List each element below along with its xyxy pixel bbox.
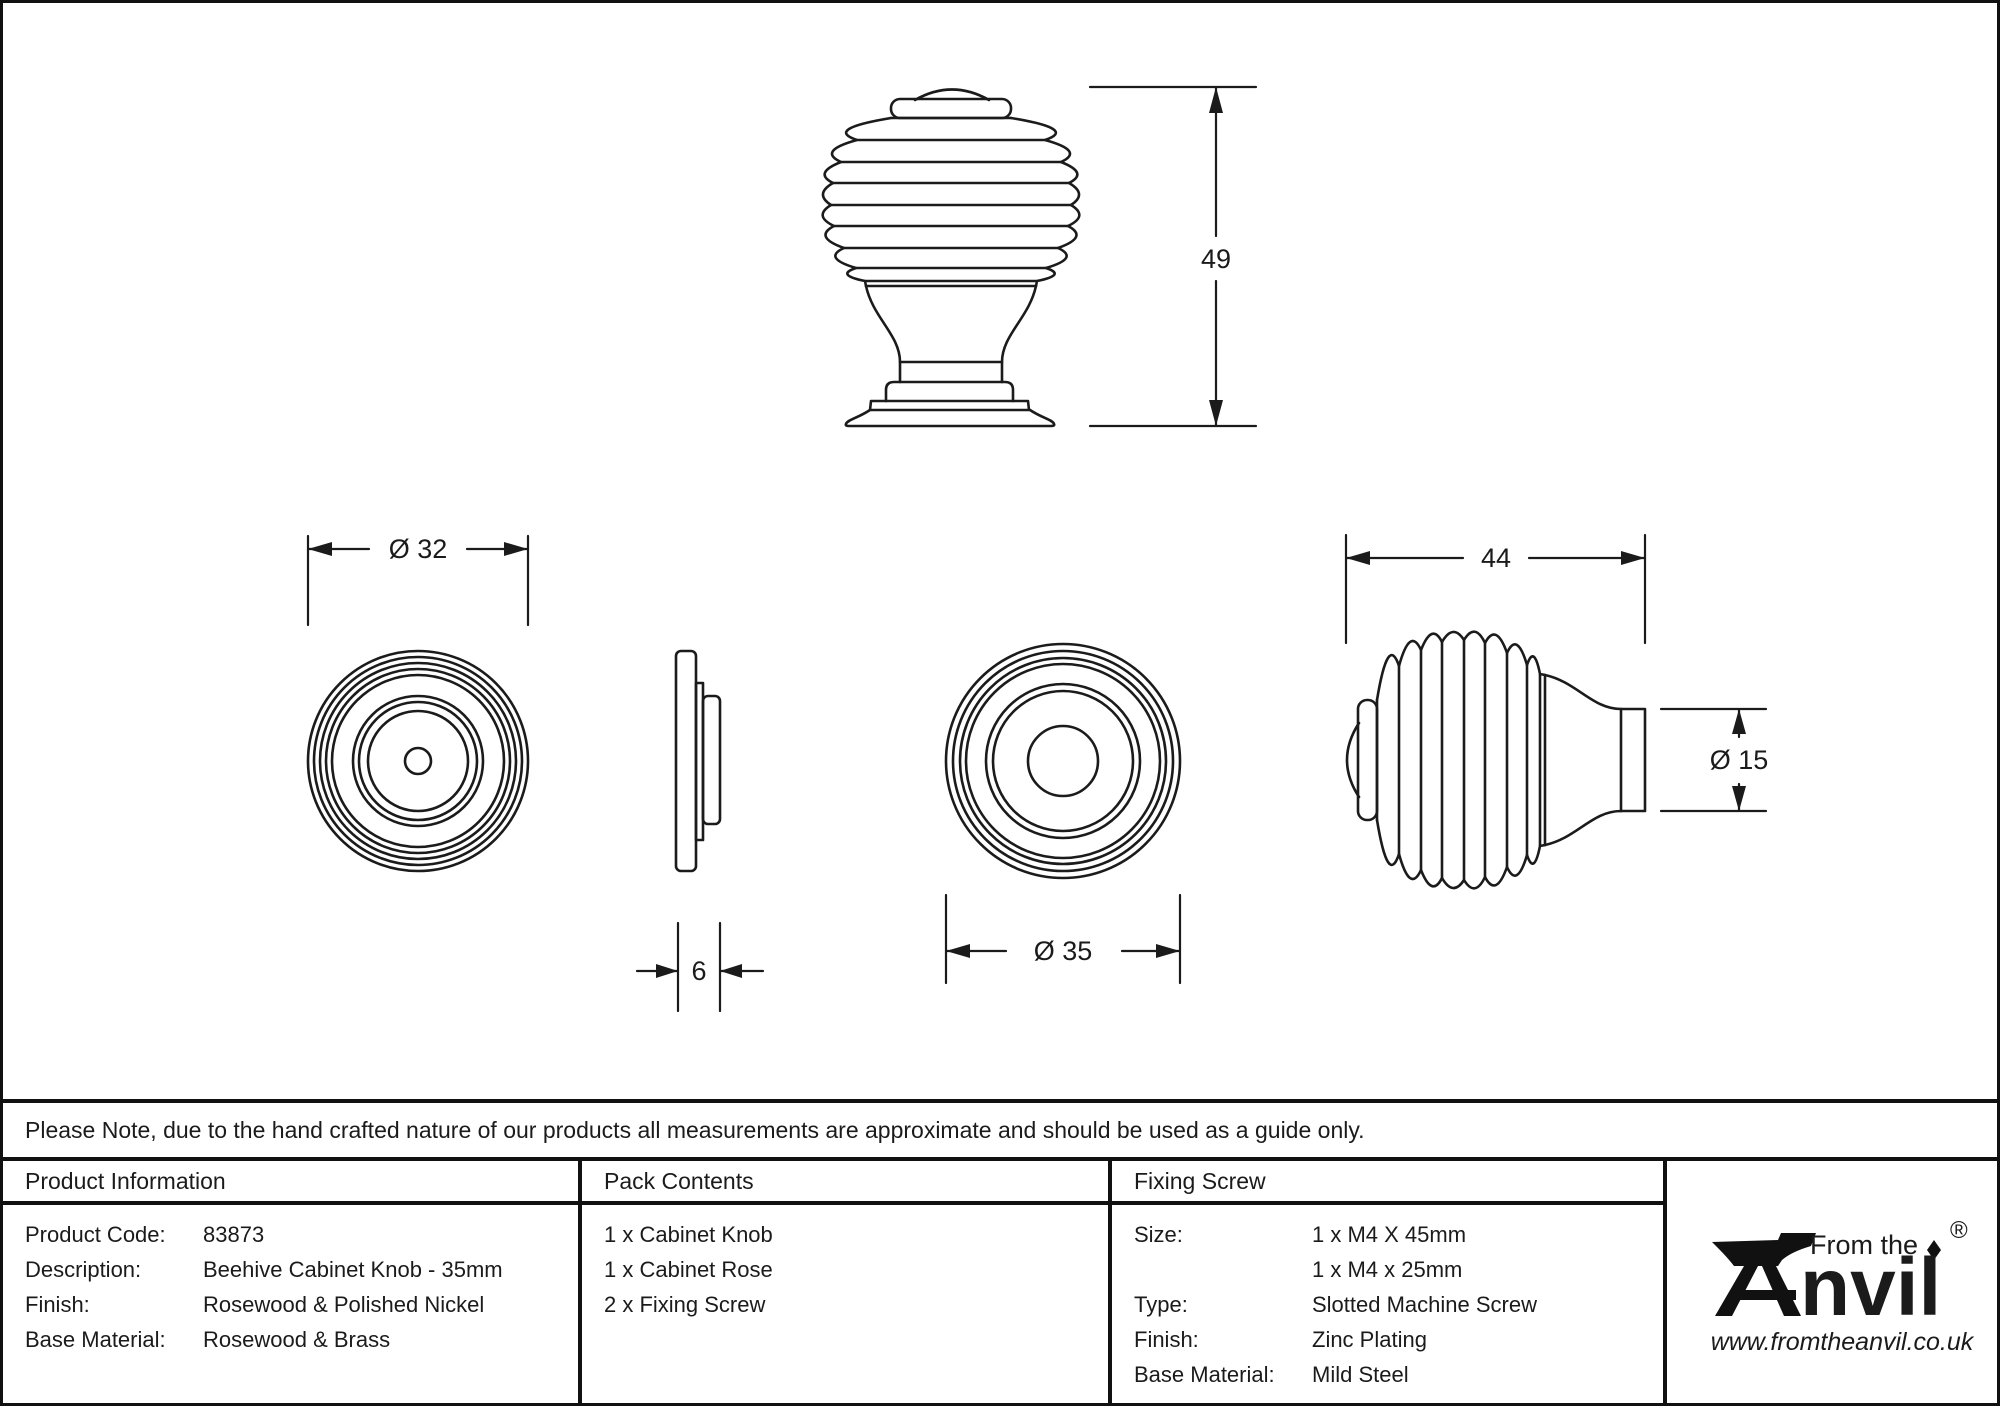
anvil-logo: nvil From the ® www.fromtheanvil.co.uk [1711,1217,1975,1356]
row-label: Base Material: [1134,1361,1275,1387]
dim-knob-diameter [944,893,1182,985]
column-product-information: Product Information Product Code: 83873 … [3,1161,578,1403]
table-row: Description: Beehive Cabinet Knob - 35mm [25,1252,578,1287]
dim-rose-diameter [306,534,530,627]
row-value: 83873 [203,1221,265,1247]
view-knob-front [944,642,1182,880]
column-fixing-screw: Fixing Screw Size: 1 x M4 X 45mm 1 x M4 … [1108,1161,1663,1403]
dim-label-knob-diameter: Ø 35 [1034,936,1093,966]
table-row: Product Code: 83873 [25,1217,578,1252]
fixing-screw-header: Fixing Screw [1112,1161,1663,1205]
technical-drawing: 49 Ø 32 6 Ø 35 44 Ø 15 [306,85,1769,1013]
row-value: Zinc Plating [1312,1326,1427,1352]
row-label: Type: [1134,1291,1188,1317]
dim-label-projection: 44 [1481,543,1511,573]
pack-item: 1 x Cabinet Rose [604,1256,773,1282]
dim-rose-depth [635,921,765,1013]
row-label: Product Code: [25,1221,166,1247]
table-row: Base Material: Rosewood & Brass [25,1322,578,1357]
row-value: 1 x M4 X 45mm [1312,1221,1467,1247]
table-row: Type: Slotted Machine Screw [1134,1287,1663,1322]
view-knob-elevation [821,88,1081,428]
dim-overall-height [1088,85,1258,428]
dim-stem-diameter [1659,707,1768,813]
table-row: Finish: Rosewood & Polished Nickel [25,1287,578,1322]
view-rose-side [674,649,722,873]
row-label: Size: [1134,1221,1183,1247]
view-rose-front [306,649,530,873]
note-text: Please Note, due to the hand crafted nat… [25,1116,1365,1143]
logo-tagline: From the [1810,1230,1918,1260]
row-value: Mild Steel [1312,1361,1409,1387]
row-value: 1 x M4 x 25mm [1312,1256,1463,1282]
dim-label-overall-height: 49 [1201,244,1231,274]
pack-item: 2 x Fixing Screw [604,1291,766,1317]
table-row: Finish: Zinc Plating [1134,1322,1663,1357]
note-bar: Please Note, due to the hand crafted nat… [3,1099,1997,1157]
row-label: Base Material: [25,1326,166,1352]
dim-label-rose-diameter: Ø 32 [389,534,448,564]
logo-wordmark: nvil [1800,1242,1941,1333]
technical-drawing-area: 49 Ø 32 6 Ø 35 44 Ø 15 [3,3,1997,1099]
table-row: 1 x M4 x 25mm [1134,1252,1663,1287]
dim-label-rose-depth: 6 [691,956,706,986]
row-value: Rosewood & Brass [203,1326,391,1352]
anvil-icon [1712,1233,1941,1316]
row-label: Finish: [1134,1326,1199,1352]
product-information-header: Product Information [3,1161,578,1205]
row-label: Description: [25,1256,142,1282]
diamond-icon [1927,1240,1941,1260]
view-knob-side [1345,630,1647,890]
row-value: Rosewood & Polished Nickel [203,1291,485,1317]
row-label: Finish: [25,1291,90,1317]
row-value: Slotted Machine Screw [1312,1291,1537,1317]
dim-label-stem-diameter: Ø 15 [1710,745,1769,775]
registered-trademark-icon: ® [1950,1217,1968,1244]
pack-item: 1 x Cabinet Knob [604,1221,773,1247]
column-brand-logo: nvil From the ® www.fromtheanvil.co.uk [1663,1161,1997,1403]
logo-url: www.fromtheanvil.co.uk [1711,1328,1975,1356]
table-row: Size: 1 x M4 X 45mm [1134,1217,1663,1252]
spec-table: Product Information Product Code: 83873 … [3,1157,1997,1403]
table-row: Base Material: Mild Steel [1134,1357,1663,1392]
dim-projection [1344,533,1647,645]
column-pack-contents: Pack Contents 1 x Cabinet Knob 1 x Cabin… [578,1161,1108,1403]
pack-contents-header: Pack Contents [582,1161,1108,1205]
row-value: Beehive Cabinet Knob - 35mm [203,1256,503,1282]
